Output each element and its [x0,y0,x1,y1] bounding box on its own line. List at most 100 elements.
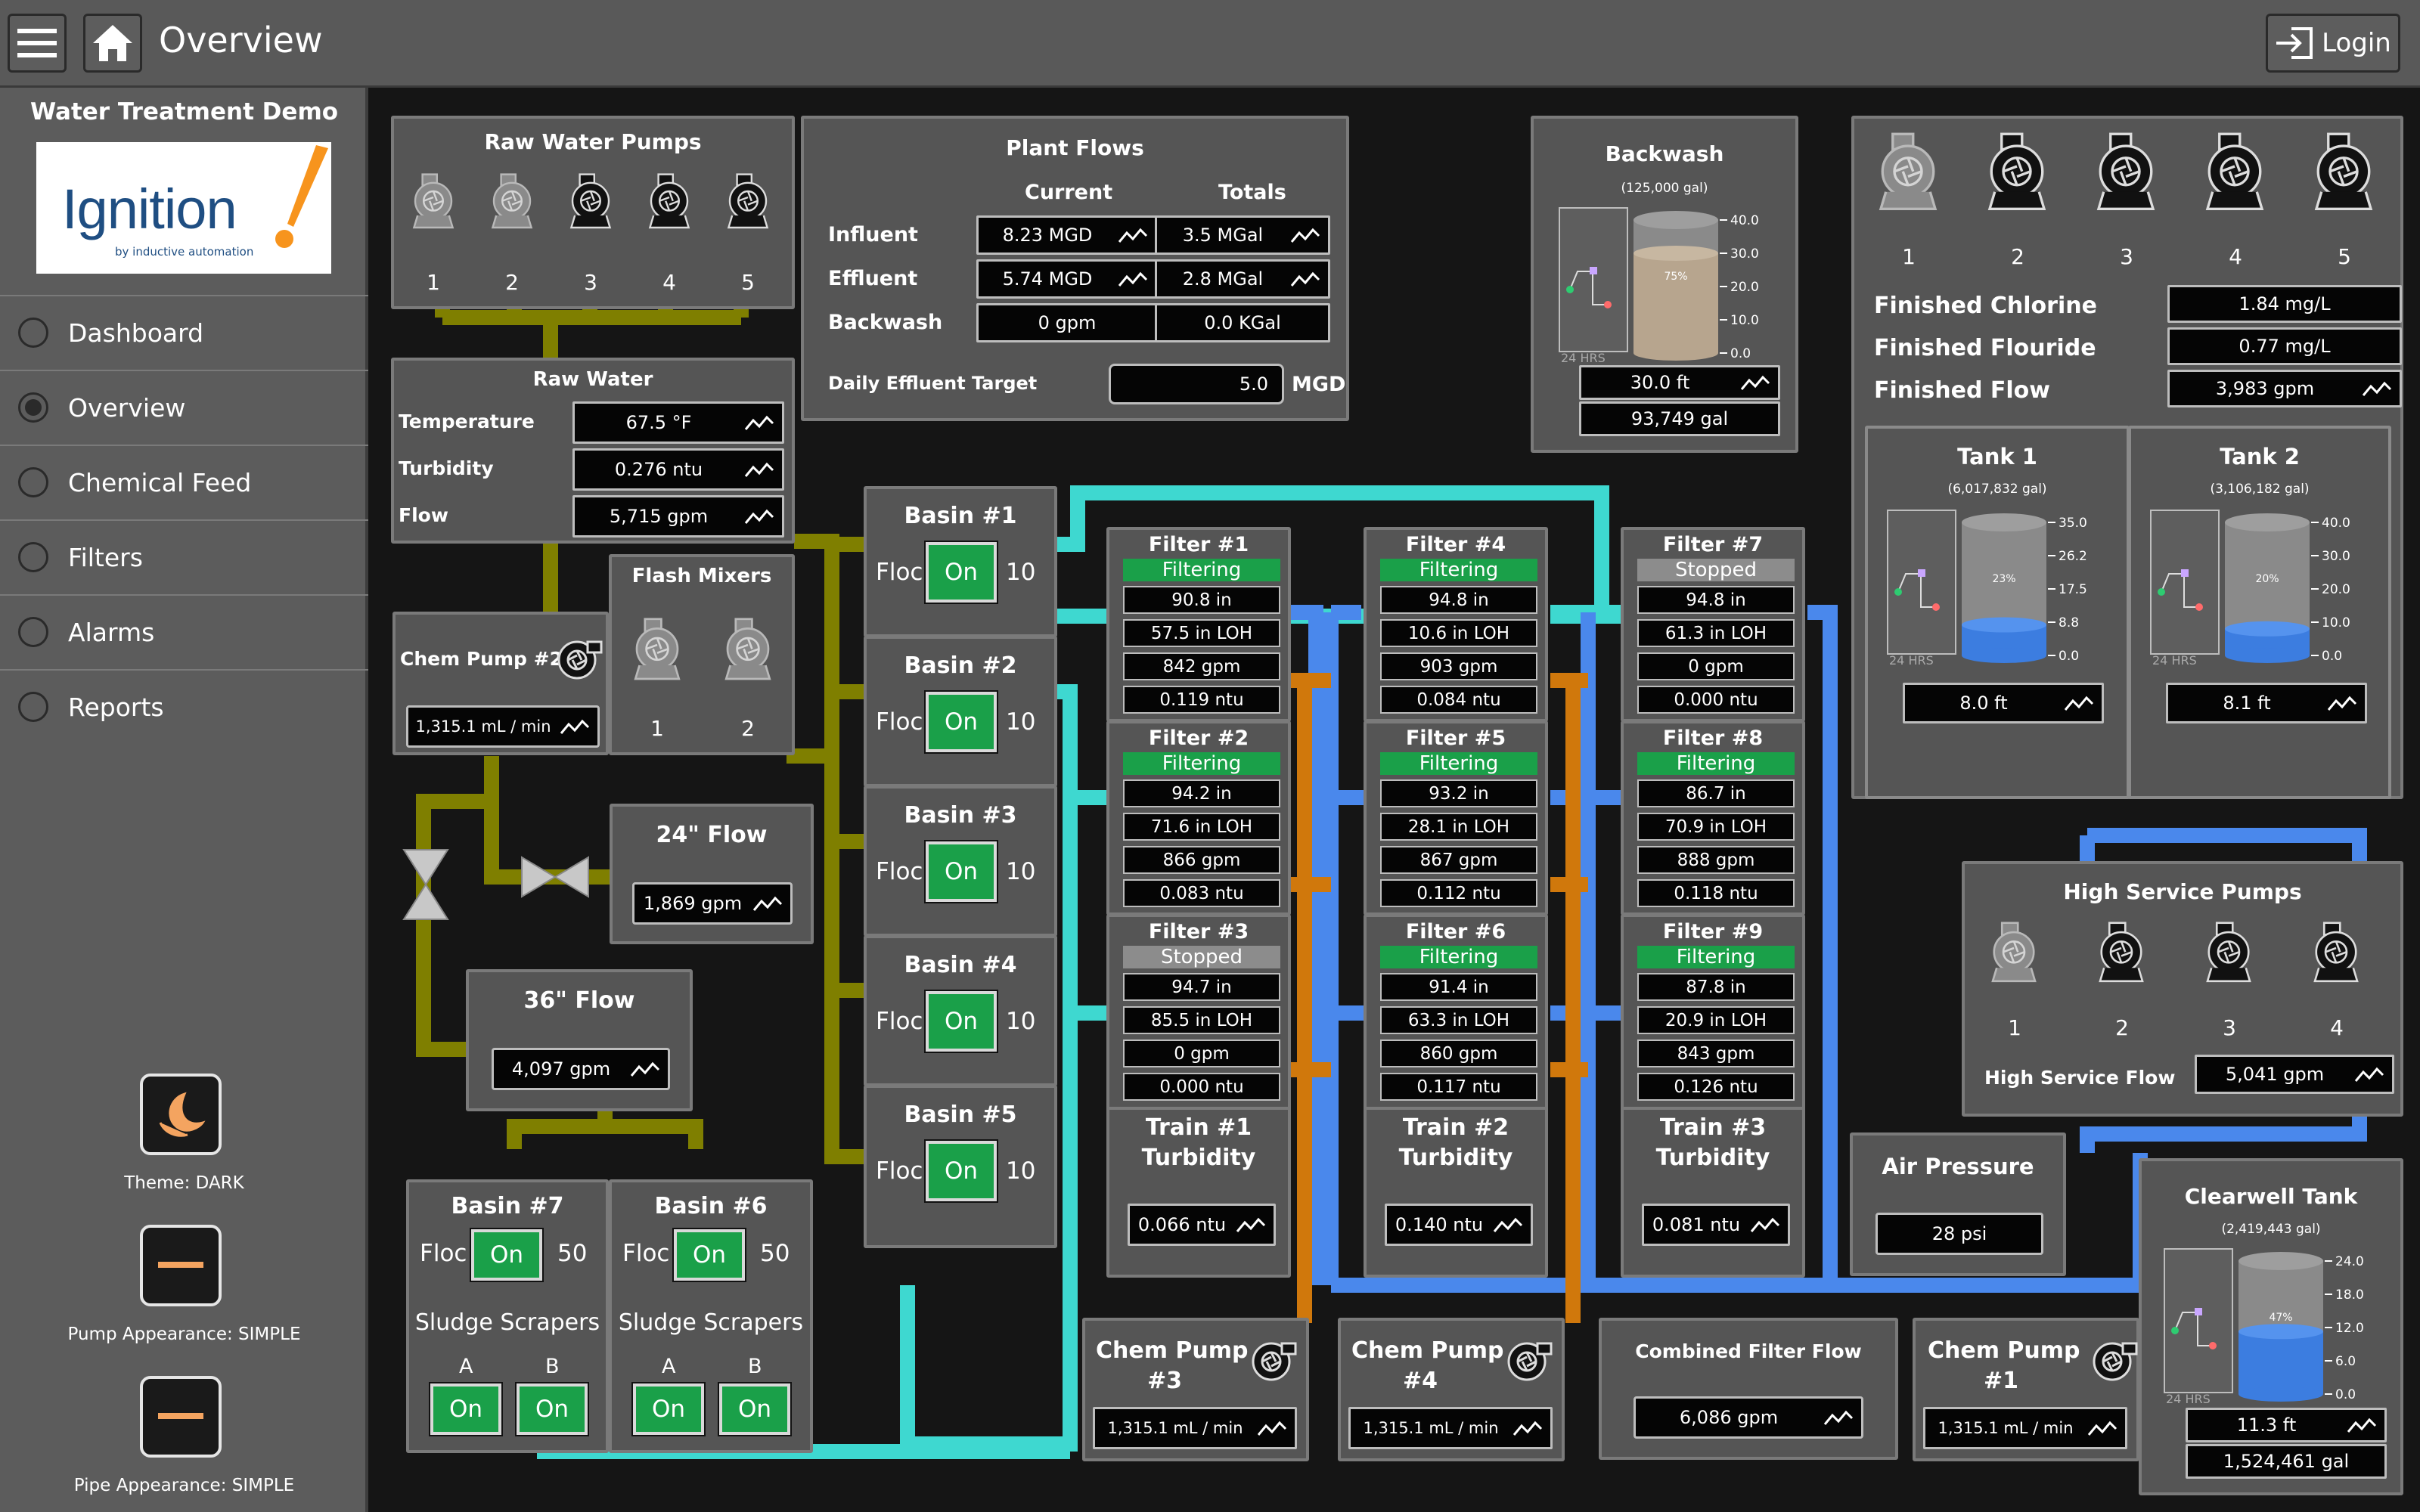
plant-flow-total: 0.0 KGal [1155,303,1330,342]
trend-icon[interactable] [1750,1215,1780,1235]
valve-icon[interactable] [519,854,591,900]
trend-icon[interactable] [744,413,774,432]
scraper-b-on-button[interactable]: On [719,1383,790,1435]
floc-on-button[interactable]: On [926,991,997,1052]
finished-value-text: 0.77 mg/L [2238,336,2331,357]
nav-item-overview[interactable]: Overview [0,370,368,444]
chem-pump-panel: Chem Pump #1 1,315.1 mL / min [1913,1318,2139,1461]
basin-title: Basin #2 [904,652,1017,679]
trend-icon[interactable] [2362,379,2392,398]
train-subtitle: Turbidity [1141,1145,1256,1171]
raw-water-pumps-panel: Raw Water Pumps 1 2 3 4 5 [391,116,795,309]
pump-appearance-button[interactable] [140,1225,222,1306]
trend-icon[interactable] [1512,1418,1543,1438]
flow-24-panel: 24" Flow 1,869 gpm [610,804,814,944]
nav-item-reports[interactable]: Reports [0,669,368,743]
trend-icon[interactable] [1236,1215,1266,1235]
trend-icon[interactable] [2354,1064,2384,1084]
scraper-a-on-button[interactable]: On [430,1383,501,1435]
floc-value: 10 [1006,858,1036,885]
trend-icon[interactable] [1290,269,1320,289]
theme-button[interactable] [140,1074,222,1155]
floc-on-button[interactable]: On [674,1229,745,1281]
pump-icon[interactable] [630,618,684,680]
valve-icon[interactable] [401,847,451,922]
floc-on-button[interactable]: On [926,542,997,603]
home-button[interactable] [83,14,142,73]
pump-icon[interactable] [1987,922,2040,983]
nav-item-alarms[interactable]: Alarms [0,594,368,668]
floc-on-button[interactable]: On [926,841,997,902]
pump-icon[interactable] [1983,132,2051,211]
floc-on-button[interactable]: On [926,1141,997,1201]
nav-item-chemical-feed[interactable]: Chemical Feed [0,445,368,519]
trend-icon[interactable] [2087,1418,2118,1438]
filter-flow: 843 gpm [1637,1040,1795,1067]
pump-icon[interactable] [2095,922,2148,983]
trend-icon[interactable] [2327,693,2357,713]
tank-tick: 18.0 [2335,1287,2364,1303]
trend-icon[interactable] [744,460,774,479]
pipe-appearance-button[interactable] [140,1376,222,1458]
trend-icon[interactable] [1740,373,1770,392]
trend-icon[interactable] [1290,225,1320,245]
pump-icon[interactable] [409,173,458,229]
pump-icon[interactable] [488,173,536,229]
plant-flow-total-text: 0.0 KGal [1204,312,1281,333]
filter-turbidity: 0.112 ntu [1380,879,1537,907]
pump-icon[interactable] [2201,132,2269,211]
trend-icon[interactable] [1118,269,1148,289]
pump-icon[interactable] [1874,132,1942,211]
scraper-a-on-button[interactable]: On [633,1383,704,1435]
filter-panel: Filter #4 Filtering 94.8 in 10.6 in LOH … [1364,527,1548,722]
nav-item-dashboard[interactable]: Dashboard [0,295,368,369]
pump-appearance-label: Pump Appearance: SIMPLE [67,1325,301,1344]
floc-on-button[interactable]: On [926,692,997,752]
trend-icon[interactable] [2064,693,2094,713]
pump-icon[interactable] [1246,1339,1298,1387]
trend-icon[interactable] [1493,1215,1523,1235]
filter-status: Filtering [1123,559,1280,581]
tank2-tank-graphic: 24 HRS 20% 40.030.020.010.00.0 [2150,510,2350,668]
pump-icon[interactable] [551,637,604,686]
tank1-level-ft: 8.0 ft [1903,683,2104,723]
pump-icon[interactable] [2092,132,2160,211]
pump-icon[interactable] [721,618,775,680]
basin-panel: Basin #4 Floc On 10 [864,935,1057,1086]
pump-icon[interactable] [2310,922,2363,983]
pump-icon[interactable] [645,173,693,229]
plant-flow-label: Influent [828,223,918,246]
pump-icon[interactable] [566,173,615,229]
pump-icon[interactable] [2086,1339,2139,1387]
filter-flow: 903 gpm [1380,652,1537,680]
trend-icon[interactable] [630,1059,660,1079]
pump-icon[interactable] [2202,922,2255,983]
air-pressure-panel: Air Pressure 28 psi [1850,1132,2066,1276]
login-button[interactable]: Login [2266,14,2400,73]
floc-label: Floc [876,858,923,885]
trend-icon[interactable] [2347,1415,2377,1435]
trend-icon[interactable] [752,894,783,913]
nav-item-filters[interactable]: Filters [0,519,368,593]
filter-flow: 842 gpm [1123,652,1280,680]
scraper-b-on-button[interactable]: On [517,1383,588,1435]
trend-icon[interactable] [560,717,590,736]
daily-effluent-target-input[interactable]: 5.0 [1109,364,1284,404]
basin-panel: Basin #3 Floc On 10 [864,785,1057,937]
air-pressure-value: 28 psi [1876,1213,2043,1255]
floc-on-button[interactable]: On [471,1229,542,1281]
radio-icon [18,318,48,348]
trend-icon[interactable] [1118,225,1148,245]
trend-icon[interactable] [744,507,774,526]
pump-icon[interactable] [1501,1339,1554,1387]
login-icon [2276,27,2313,59]
filter-level: 91.4 in [1380,973,1537,1001]
trend-icon[interactable] [1257,1418,1287,1438]
plant-flow-total: 3.5 MGal [1155,215,1330,255]
pump-icon[interactable] [2310,132,2378,211]
pump-icon[interactable] [724,173,772,229]
menu-button[interactable] [8,14,67,73]
trend-icon[interactable] [1823,1408,1854,1427]
